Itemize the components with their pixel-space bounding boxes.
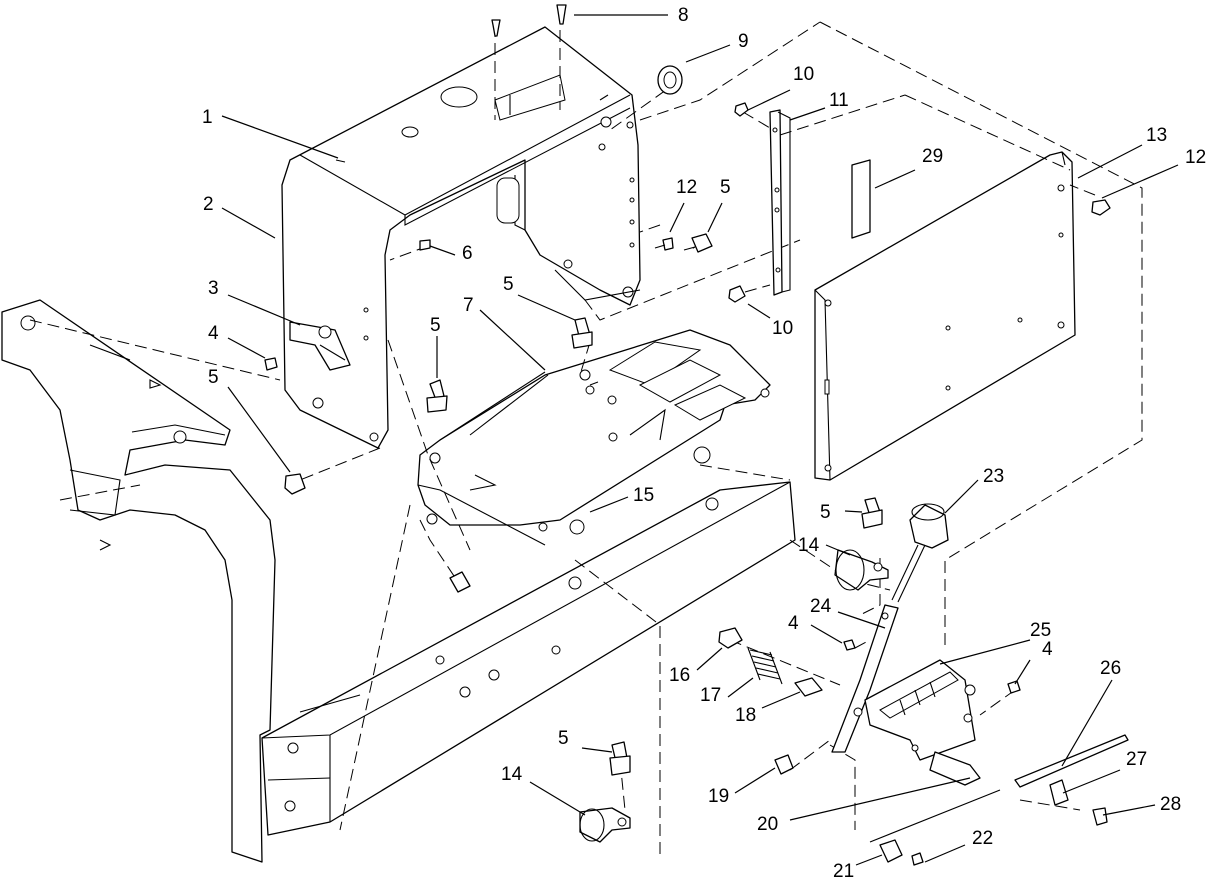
callout-25: 25	[1030, 620, 1051, 641]
callout-21: 21	[833, 861, 854, 882]
callout-6: 6	[462, 243, 473, 264]
callout-5: 5	[558, 728, 569, 749]
callout-4: 4	[788, 613, 799, 634]
callout-12: 12	[1185, 147, 1206, 168]
frame-chassis	[1, 299, 276, 863]
callout-11: 11	[829, 90, 849, 111]
callout-22: 22	[972, 828, 993, 849]
decal-label	[851, 159, 871, 239]
callout-1: 1	[202, 107, 213, 128]
callout-12: 12	[676, 177, 697, 198]
cross-member-tube	[261, 481, 796, 836]
callout-5: 5	[430, 315, 441, 336]
callout-10: 10	[793, 64, 814, 85]
fasteners	[264, 4, 1111, 866]
callout-5: 5	[503, 274, 514, 295]
mounting-plate	[417, 329, 771, 546]
callout-29: 29	[922, 146, 943, 167]
callout-18: 18	[735, 705, 756, 726]
callout-14: 14	[501, 764, 523, 785]
leader-lines	[221, 14, 1179, 866]
callout-24: 24	[810, 596, 832, 617]
callout-13: 13	[1146, 125, 1167, 146]
callout-5: 5	[820, 502, 831, 523]
callout-4: 4	[1042, 639, 1053, 660]
lever-assembly	[579, 503, 1129, 863]
callout-3: 3	[208, 278, 219, 299]
callout-9: 9	[738, 31, 749, 52]
callout-5: 5	[208, 367, 219, 388]
control-housing	[281, 26, 801, 449]
callout-19: 19	[708, 786, 729, 807]
callout-20: 20	[757, 814, 778, 835]
callout-7: 7	[463, 295, 474, 316]
callout-23: 23	[983, 466, 1004, 487]
callout-10: 10	[772, 318, 793, 339]
callout-28: 28	[1160, 794, 1181, 815]
callout-26: 26	[1100, 658, 1121, 679]
side-panel	[814, 151, 1076, 481]
callout-labels: 1 2 3 4 4 4 5 5 5 5 5 5 6 7 8 9 10 10 11…	[202, 5, 1206, 882]
callout-2: 2	[203, 194, 214, 215]
callout-8: 8	[678, 5, 689, 26]
callout-4: 4	[208, 323, 219, 344]
side-bracket	[769, 109, 791, 296]
callout-17: 17	[700, 685, 721, 706]
callout-27: 27	[1126, 749, 1147, 770]
callout-16: 16	[669, 665, 690, 686]
latch-bracket	[289, 321, 351, 371]
callout-5: 5	[720, 177, 731, 198]
callout-14: 14	[798, 535, 820, 556]
callout-15: 15	[633, 485, 654, 506]
